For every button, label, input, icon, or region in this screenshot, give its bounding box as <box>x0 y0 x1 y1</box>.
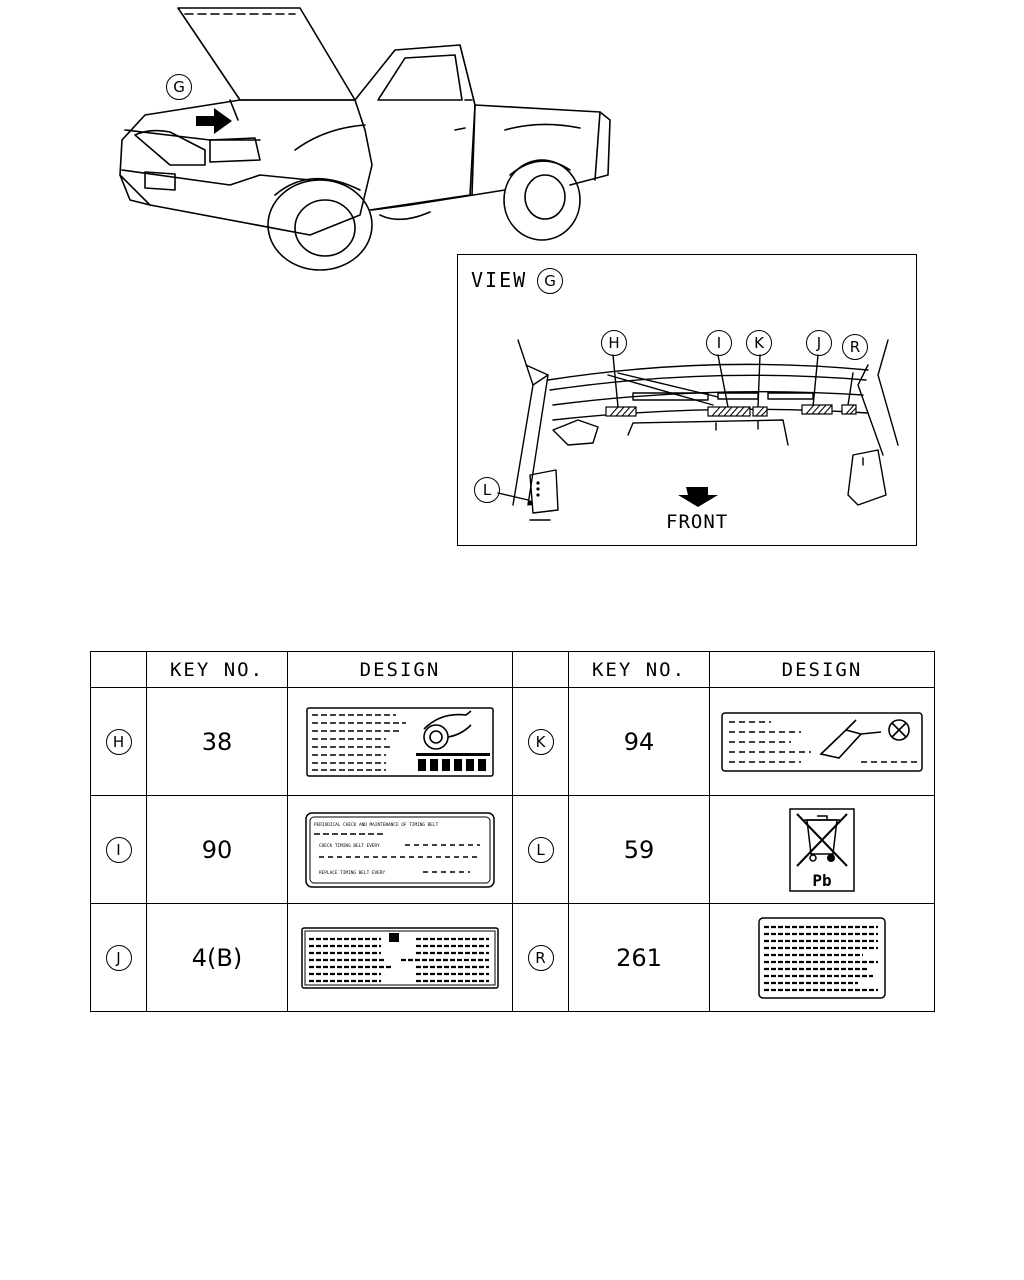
timing-belt-label-icon <box>306 706 494 777</box>
header-design: DESIGN <box>709 651 935 688</box>
table-row: H 38 <box>90 687 935 796</box>
row-letter: K <box>527 728 554 755</box>
callout-j: J <box>806 330 832 356</box>
key-no: 4(B) <box>146 903 288 1012</box>
row-letter: I <box>105 836 132 863</box>
key-no: 261 <box>568 903 710 1012</box>
pb-label: Pb <box>812 871 831 890</box>
text-block-label-icon <box>758 916 886 999</box>
notice-check-line: CHECK TIMING BELT EVERY <box>319 843 380 849</box>
arrow-g-icon <box>196 108 232 134</box>
key-no: 94 <box>568 687 710 796</box>
table-row: J 4(B) R 261 <box>90 903 935 1012</box>
timing-belt-notice-label-icon: PERIODICAL CHECK AND MAINTENANCE OF TIMI… <box>305 811 495 888</box>
view-g-box <box>457 254 917 546</box>
header-letter <box>512 651 569 688</box>
no-jack-label-icon <box>721 711 923 772</box>
view-letter-g: G <box>537 268 563 294</box>
callout-k: K <box>746 330 772 356</box>
notice-title: PERIODICAL CHECK AND MAINTENANCE OF TIMI… <box>314 822 439 828</box>
emission-label-icon <box>301 926 499 989</box>
callout-r: R <box>842 334 868 360</box>
table-row: I 90 PERIODICAL CHECK AND MAINTENANCE OF… <box>90 795 935 904</box>
battery-recycle-pb-icon: Pb <box>789 807 855 892</box>
row-letter: R <box>527 944 554 971</box>
callout-h: H <box>601 330 627 356</box>
front-label: FRONT <box>666 511 729 533</box>
truck-illustration <box>119 7 611 271</box>
table-header-row: KEY NO. DESIGN KEY NO. DESIGN <box>90 651 935 688</box>
key-no: 59 <box>568 795 710 904</box>
notice-replace-line: REPLACE TIMING BELT EVERY <box>319 870 385 876</box>
callout-i: I <box>706 330 732 356</box>
header-design: DESIGN <box>287 651 513 688</box>
row-letter: H <box>105 728 132 755</box>
header-letter <box>90 651 147 688</box>
front-arrow-icon <box>678 487 718 507</box>
callout-g: G <box>166 74 192 100</box>
engine-bay-drawing <box>497 339 899 521</box>
key-no: 90 <box>146 795 288 904</box>
view-title: VIEW <box>471 268 528 292</box>
key-no: 38 <box>146 687 288 796</box>
row-letter: L <box>527 836 554 863</box>
header-key-no: KEY NO. <box>146 651 288 688</box>
callout-l: L <box>474 477 500 503</box>
label-table: KEY NO. DESIGN KEY NO. DESIGN H 38 <box>90 651 935 1012</box>
header-key-no: KEY NO. <box>568 651 710 688</box>
row-letter: J <box>105 944 132 971</box>
